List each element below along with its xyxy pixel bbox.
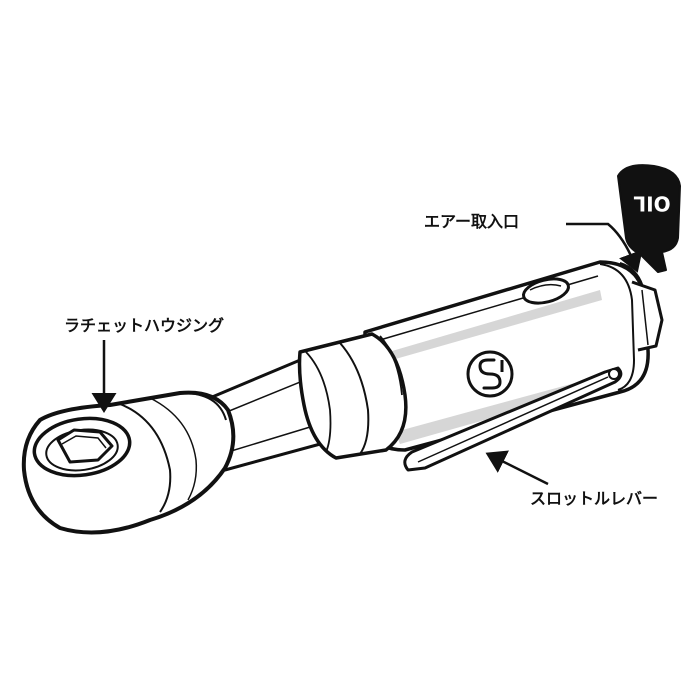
callout-leaders [91,222,643,486]
ratchet-head [21,390,236,535]
label-ratchet-housing: ラチェットハウジング [64,316,225,335]
hex-collar [297,332,408,460]
label-air-inlet: エアー取入口 [424,212,520,231]
leader-air-inlet [566,222,643,273]
label-throttle-lever: スロットルレバー [530,489,659,508]
leader-throttle-lever [485,450,549,486]
shinano-logo [466,350,514,398]
oil-bottle-text: OIL [633,192,670,216]
throttle-lever [403,366,623,472]
oil-bottle: OIL [617,164,681,273]
top-cap [522,277,570,305]
